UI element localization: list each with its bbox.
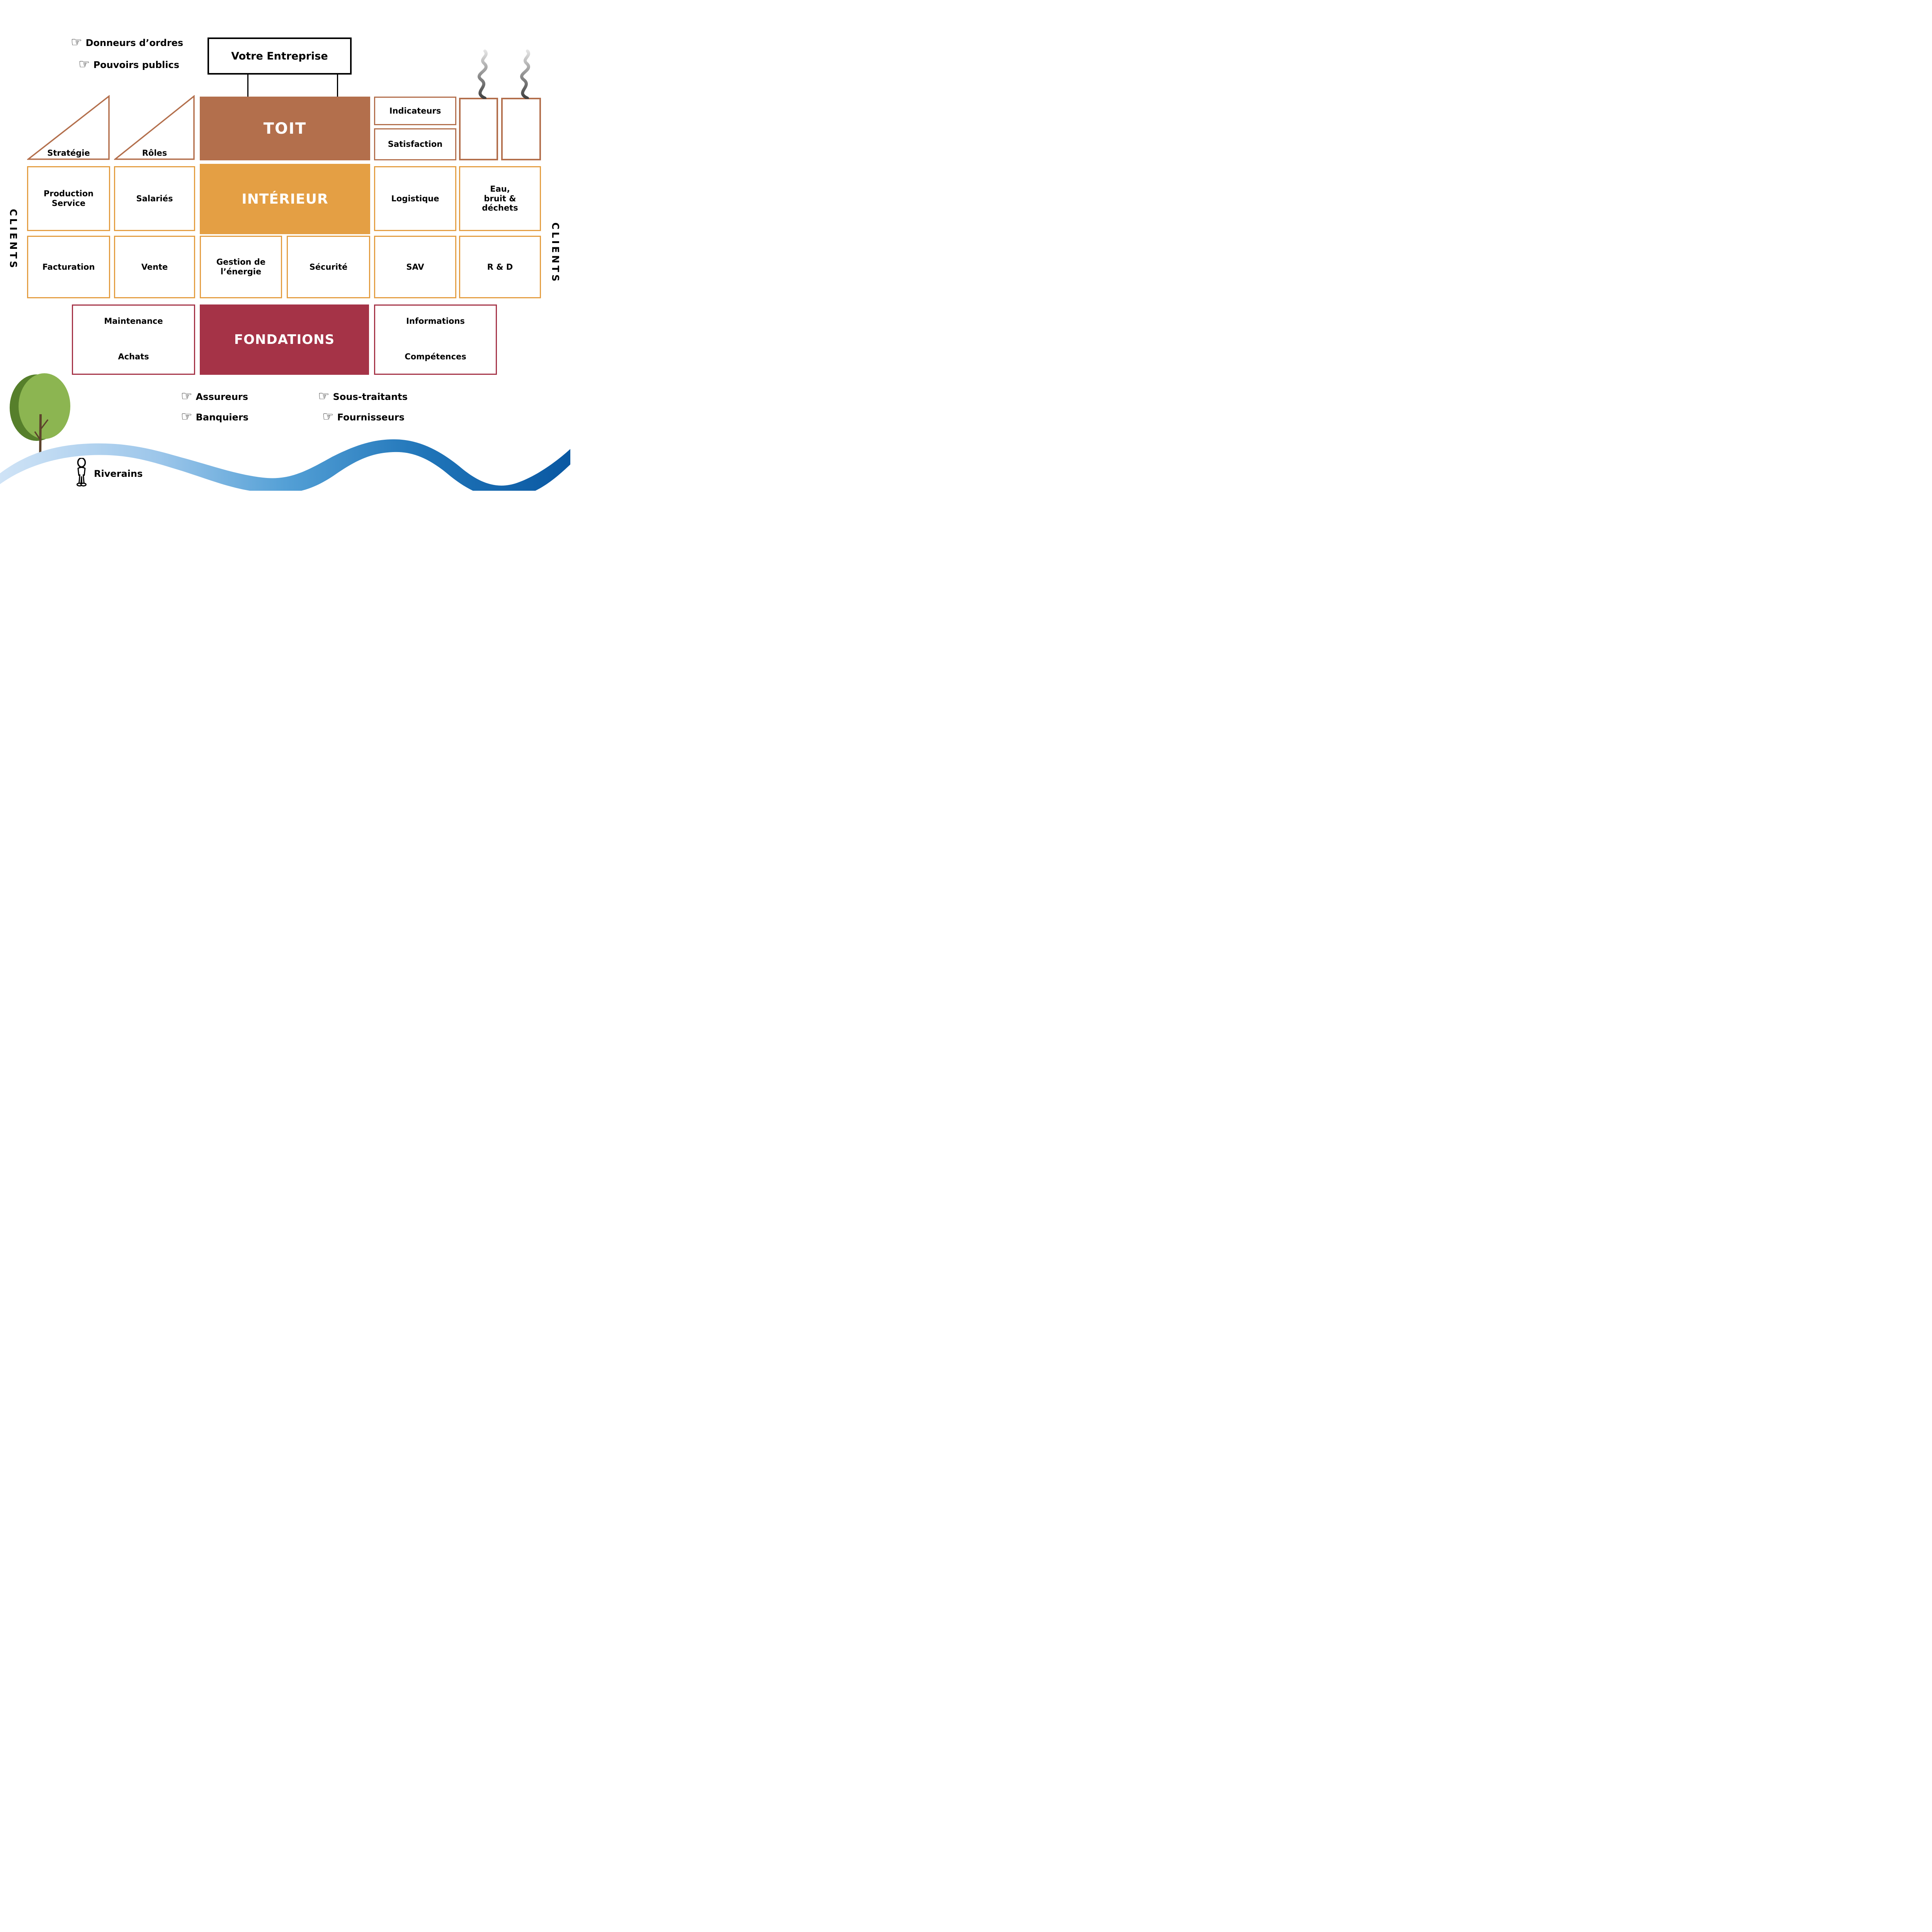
- actor-fournisseurs: ☞ Fournisseurs: [322, 409, 405, 424]
- actor-banquiers: ☞ Banquiers: [181, 409, 249, 424]
- box-satisfaction: Satisfaction: [374, 128, 456, 160]
- box-label: SAV: [406, 262, 424, 272]
- triangle-label: Stratégie: [47, 148, 90, 158]
- triangle-roles: Rôles: [113, 95, 195, 160]
- box-label-competences: Compétences: [405, 352, 466, 361]
- box-r-et-d: R & D: [459, 236, 541, 298]
- company-title-box: Votre Entreprise: [207, 37, 352, 75]
- box-maintenance-achats: Maintenance Achats: [72, 304, 195, 375]
- interior-block: INTÉRIEUR: [200, 164, 370, 234]
- box-gestion-energie: Gestion de l’énergie: [200, 236, 282, 298]
- pointing-hand-icon: ☞: [322, 409, 334, 424]
- smoke-icon: [478, 49, 530, 99]
- actor-label: Fournisseurs: [337, 412, 405, 423]
- sign-post-left: [247, 75, 248, 97]
- box-eau-bruit-dechets: Eau, bruit & déchets: [459, 166, 541, 231]
- box-label: Indicateurs: [389, 106, 441, 116]
- foundations-block: FONDATIONS: [200, 304, 369, 375]
- pointing-hand-icon: ☞: [181, 388, 192, 403]
- box-label: Facturation: [42, 262, 95, 272]
- box-label: R & D: [487, 262, 513, 272]
- box-label: Satisfaction: [388, 139, 443, 149]
- pointing-hand-icon: ☞: [181, 409, 192, 424]
- actor-riverains-label: Riverains: [94, 468, 143, 479]
- box-label: Gestion de l’énergie: [216, 257, 266, 276]
- actor-label: Sous-traitants: [333, 391, 408, 402]
- box-vente: Vente: [114, 236, 195, 298]
- box-label: Logistique: [391, 194, 439, 203]
- box-label-achats: Achats: [118, 352, 149, 361]
- box-label: Salariés: [136, 194, 173, 203]
- pointing-hand-icon: ☞: [318, 388, 330, 403]
- box-label: Sécurité: [309, 262, 348, 272]
- box-label: Eau, bruit & déchets: [482, 184, 518, 213]
- actor-label: Banquiers: [196, 412, 249, 423]
- box-label-maintenance: Maintenance: [104, 316, 163, 326]
- box-production-service: Production Service: [27, 166, 110, 231]
- tree-icon: [10, 373, 70, 457]
- sign-post-right: [337, 75, 338, 97]
- actor-assureurs: ☞ Assureurs: [181, 388, 248, 403]
- interior-title: INTÉRIEUR: [242, 191, 328, 207]
- box-securite: Sécurité: [287, 236, 370, 298]
- pointing-hand-icon: ☞: [71, 34, 82, 49]
- chimney-left: [459, 98, 498, 160]
- clients-label-left: CLIENTS: [8, 209, 19, 270]
- box-informations-competences: Informations Compétences: [374, 304, 497, 375]
- river-wave: [0, 439, 570, 491]
- box-label: Vente: [141, 262, 168, 272]
- foundations-title: FONDATIONS: [234, 332, 335, 347]
- chimney-right: [501, 98, 541, 160]
- box-sav: SAV: [374, 236, 456, 298]
- actor-label: Donneurs d’ordres: [85, 37, 184, 48]
- triangle-shape: [26, 95, 110, 160]
- box-indicateurs: Indicateurs: [374, 97, 456, 125]
- triangle-strategie: Stratégie: [26, 95, 110, 160]
- actor-pouvoirs-publics: ☞ Pouvoirs publics: [78, 58, 179, 71]
- actor-sous-traitants: ☞ Sous-traitants: [318, 388, 408, 403]
- roof-block: TOIT: [200, 97, 370, 160]
- triangle-shape: [113, 95, 195, 160]
- pointing-hand-icon: ☞: [78, 56, 90, 71]
- box-label-informations: Informations: [406, 316, 465, 326]
- actor-label: Pouvoirs publics: [93, 59, 180, 70]
- box-facturation: Facturation: [27, 236, 110, 298]
- box-logistique: Logistique: [374, 166, 456, 231]
- company-title: Votre Entreprise: [231, 50, 328, 62]
- box-label: Production Service: [43, 189, 94, 208]
- person-icon: [77, 458, 87, 486]
- actor-donneurs-ordres: ☞ Donneurs d’ordres: [71, 36, 183, 49]
- triangle-label: Rôles: [142, 148, 167, 158]
- box-salaries: Salariés: [114, 166, 195, 231]
- roof-title: TOIT: [263, 119, 307, 138]
- actor-label: Assureurs: [196, 391, 248, 402]
- house-diagram: ☞ Donneurs d’ordres ☞ Pouvoirs publics V…: [0, 0, 570, 491]
- clients-label-right: CLIENTS: [550, 222, 561, 284]
